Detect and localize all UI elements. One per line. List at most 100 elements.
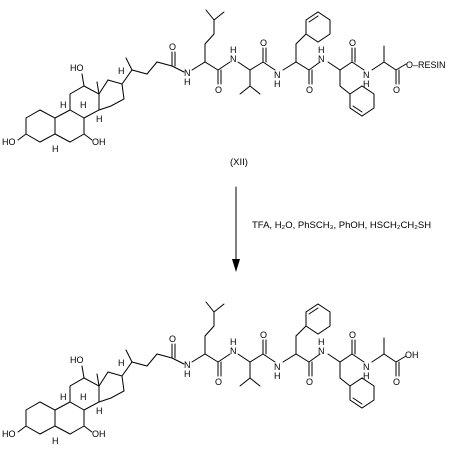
atom-h-n1: H [184, 77, 191, 87]
atom-h-14: H [96, 114, 103, 124]
atom-o-2: O [215, 377, 222, 387]
steroid-ring-c [69, 377, 100, 411]
steroid-ring-a [25, 109, 56, 143]
steroid-ring-d [98, 79, 125, 111]
leu-side-chain [204, 9, 215, 63]
bond-c-n1 [171, 65, 185, 73]
bond-c-n2 [217, 353, 231, 363]
atom-h-9: H [60, 100, 67, 110]
leu-backbone [191, 61, 219, 71]
compound-label: (XII) [230, 157, 248, 168]
val-backbone [237, 61, 264, 71]
phe2-backbone [327, 353, 353, 363]
phe1-backbone [282, 61, 310, 71]
phe1-aromatic-bond [308, 15, 319, 23]
atom-o-4: O [306, 377, 313, 387]
methyl-18 [96, 81, 100, 95]
atom-n-3: N [274, 70, 281, 80]
atom-h-8: H [80, 100, 87, 110]
methyl-21 [125, 57, 133, 71]
bond-c12-o [81, 365, 85, 379]
atom-n-4: N [318, 54, 325, 64]
bond-c-n5 [351, 61, 365, 71]
bond-c-n1 [171, 357, 185, 365]
bond-c-oh [395, 355, 407, 363]
leu-side-chain [204, 301, 215, 355]
atom-ho-3: HO [2, 137, 16, 147]
val-methyl [249, 85, 261, 95]
steroid-ring-a [25, 401, 56, 435]
bond-c-n4 [308, 353, 321, 363]
phe1-phenyl-ring [305, 303, 331, 335]
reaction-arrow [232, 186, 240, 272]
atom-ho-3: HO [2, 429, 16, 439]
atom-ho-12: HO [70, 355, 84, 365]
steroid-ring-b [54, 401, 85, 435]
reaction-reagents: TFA, H₂O, PhSCH₃, PhOH, HSCH₂CH₂SH [252, 220, 431, 231]
steroid-ring-c [69, 85, 100, 119]
atom-n-5: N [363, 362, 370, 372]
atom-n-1: N [184, 360, 191, 370]
val-backbone [237, 353, 264, 363]
atom-oh-7: OH [92, 137, 106, 147]
bond-c7-o [83, 133, 93, 141]
methyl-18 [96, 373, 100, 387]
phe2-aromatic-bond [352, 105, 363, 113]
atom-o-1: O [169, 334, 176, 344]
steroid-ring-b [54, 109, 85, 143]
atom-h-17: H [118, 66, 125, 76]
phe1-side-chain [295, 325, 307, 355]
leu-methyl [213, 11, 225, 21]
atom-o-2: O [215, 85, 222, 95]
ala-backbone [371, 353, 397, 363]
atom-n-3: N [274, 362, 281, 372]
bond-c-n4 [308, 61, 321, 71]
val-side-chain [239, 361, 251, 387]
bond-c-n2 [217, 61, 231, 71]
ala-backbone [371, 61, 397, 71]
val-methyl [249, 377, 261, 387]
atom-h-9: H [60, 392, 67, 402]
bond-c3-o [17, 133, 27, 141]
atom-o-5: O [349, 330, 356, 340]
bond-c7-o [83, 425, 93, 433]
atom-h-n3: H [274, 79, 281, 89]
atom-h-n2: H [230, 337, 237, 347]
leu-backbone [191, 353, 219, 363]
bond-c3-o [17, 425, 27, 433]
atom-oh-7: OH [92, 429, 106, 439]
atom-h-n2: H [230, 45, 237, 55]
phe2-backbone [327, 61, 353, 71]
phe2-side-chain [339, 361, 351, 387]
val-side-chain [239, 69, 251, 95]
phe2-side-chain [339, 69, 351, 95]
atom-ho-12: HO [70, 63, 84, 73]
bile-side-chain [121, 61, 173, 85]
phe1-backbone [282, 353, 310, 363]
bond-c12-o [81, 73, 85, 87]
atom-o-1: O [169, 42, 176, 52]
phe2-phenyl-ring [349, 85, 375, 117]
atom-h-n1: H [184, 369, 191, 379]
atom-o-3: O [260, 38, 267, 48]
atom-h-n5: H [363, 79, 370, 89]
atom-h-5: H [52, 144, 59, 154]
bile-side-chain [121, 353, 173, 377]
atom-h-17: H [118, 358, 125, 368]
atom-o-6: O [393, 377, 400, 387]
atom-o-4: O [306, 85, 313, 95]
atom-h-n3: H [274, 371, 281, 381]
top-molecule: HO OH HO H H H H H O N H O N H [2, 9, 446, 168]
atom-o-5: O [349, 38, 356, 48]
phe1-phenyl-ring [305, 11, 331, 43]
bond-c-n3 [262, 353, 276, 363]
atom-h-8: H [80, 392, 87, 402]
atom-h-5: H [52, 436, 59, 446]
atom-o-resin: O–RESIN [406, 60, 446, 70]
atom-h-n4: H [318, 337, 325, 347]
bond-c-n5 [351, 353, 365, 363]
leu-methyl [213, 303, 225, 313]
atom-o-3: O [260, 330, 267, 340]
